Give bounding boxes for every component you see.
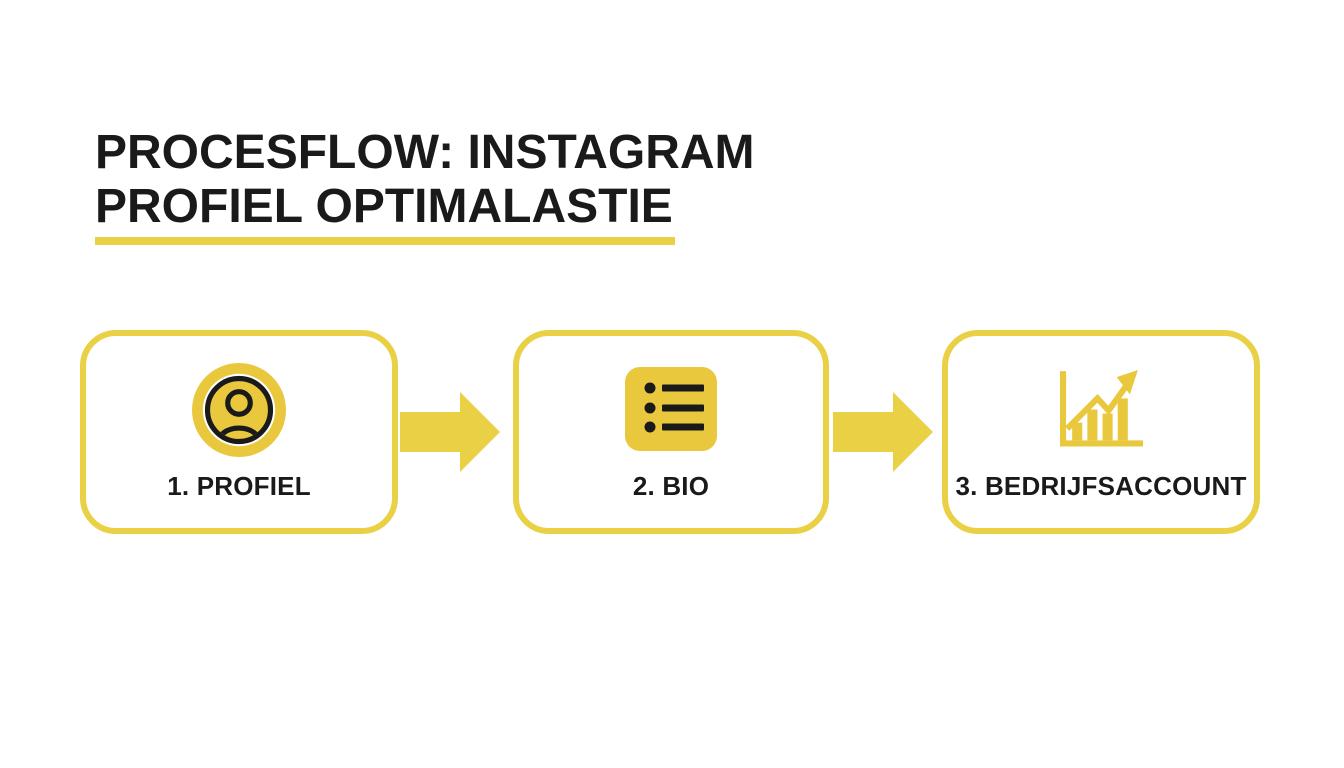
profile-user-icon <box>192 363 286 457</box>
step-label-profiel: 1. PROFIEL <box>167 471 311 501</box>
title-line-2: PROFIEL OPTIMALASTIE <box>95 180 673 233</box>
flow-arrow-right-icon <box>400 392 500 472</box>
title-underline <box>95 237 675 245</box>
growth-chart-icon <box>1060 370 1143 447</box>
page-title: PROCESFLOW: INSTAGRAM PROFIEL OPTIMALAST… <box>95 126 855 234</box>
flow-arrow-right-icon <box>833 392 933 472</box>
step-card-profiel: 1. PROFIEL <box>80 330 398 534</box>
bullet-list-icon <box>625 367 717 451</box>
step-card-bio: 2. BIO <box>513 330 829 534</box>
step-card-bedrijfsaccount: 3. BEDRIJFSACCOUNT <box>942 330 1260 534</box>
step-label-bedrijfsaccount: 3. BEDRIJFSACCOUNT <box>955 471 1247 501</box>
title-line-1: PROCESFLOW: INSTAGRAM <box>95 126 755 179</box>
step-label-bio: 2. BIO <box>632 471 710 501</box>
